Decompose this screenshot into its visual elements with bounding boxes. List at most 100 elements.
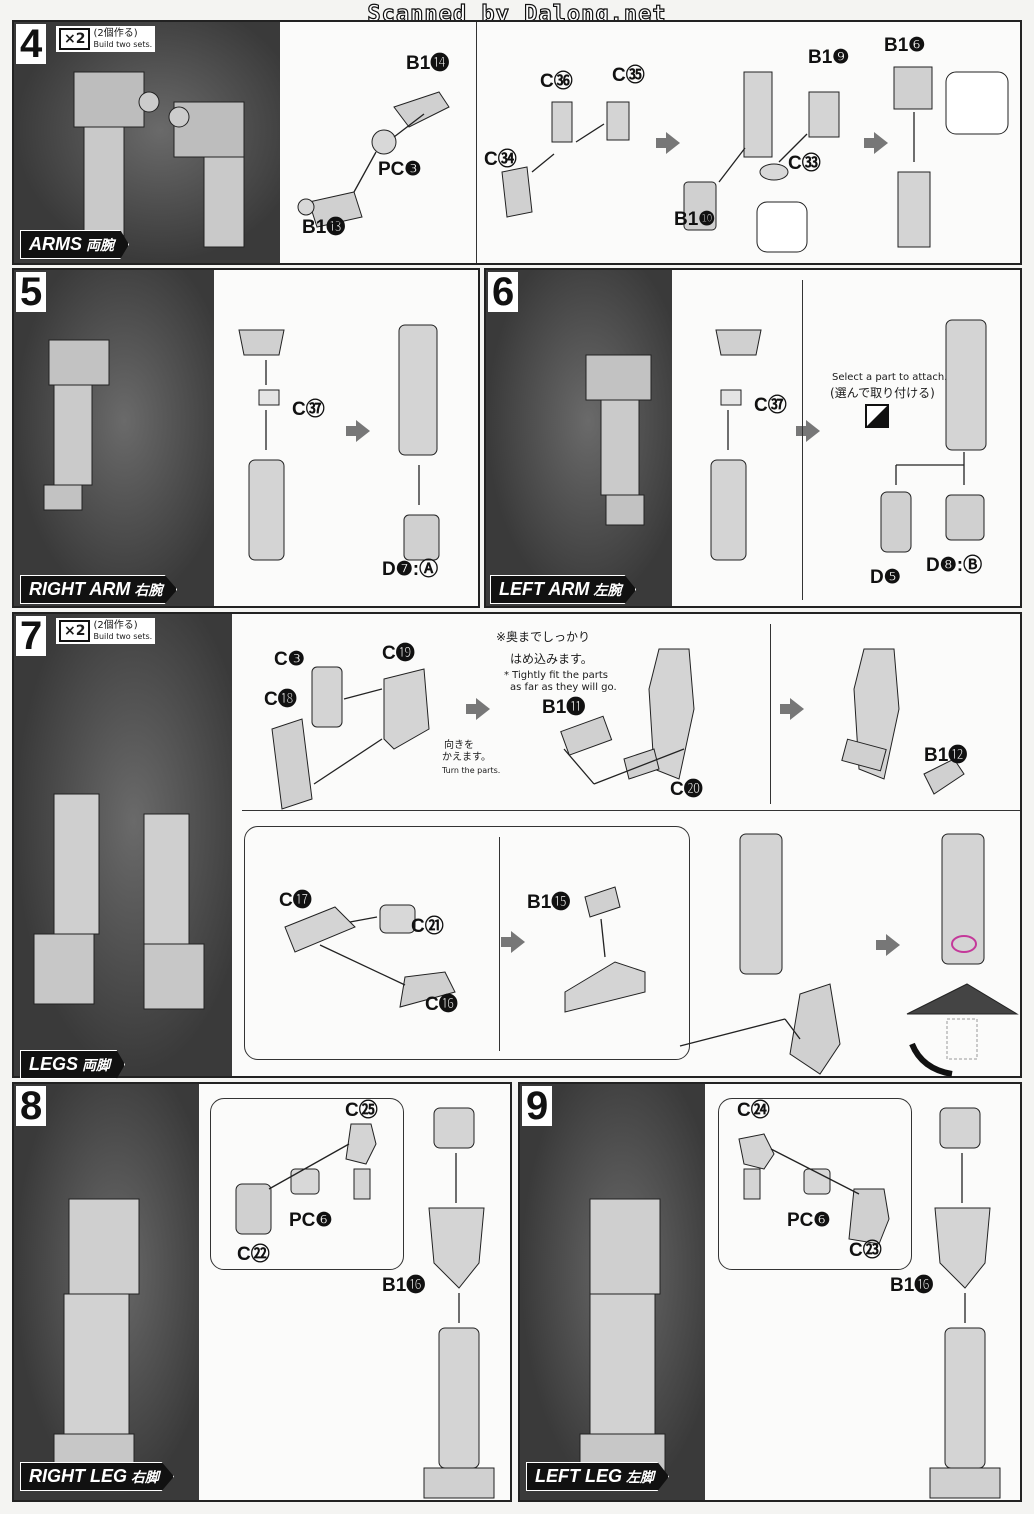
step-6-robot-render	[486, 270, 672, 606]
step-number-5: 5	[16, 272, 47, 312]
step-8a-diagram	[235, 1123, 377, 1235]
step-8-hip-joint-inset: C㉕ PC❻ C㉒	[210, 1098, 404, 1270]
flow-arrow	[780, 698, 804, 720]
part-label-c17: C⓱	[279, 890, 312, 911]
banner-title-jp: 両腕	[86, 237, 114, 253]
part-label-b1-15: B1⓯	[527, 892, 571, 913]
part-label-c19: C⓳	[382, 643, 415, 664]
step-9-hip-joint-inset: C㉔ PC❻ C㉓	[718, 1098, 912, 1270]
right-leg-illustration	[53, 1198, 140, 1480]
part-label-c22: C㉒	[237, 1244, 270, 1265]
flow-arrow	[656, 132, 680, 154]
step-4b-diagram	[501, 101, 630, 218]
part-label-b1-12: B1⓬	[924, 745, 968, 766]
step-7e-diagram	[564, 886, 646, 1013]
step-7a-diagram	[271, 666, 430, 810]
flow-arrow	[501, 931, 525, 953]
banner-title: LEFT ARM	[499, 579, 590, 599]
right-arm-illustration	[43, 339, 110, 511]
step-number-9: 9	[522, 1086, 553, 1126]
step-7-subassembly-inset: C⓱ C㉑ C⓰ B1⓯	[244, 826, 690, 1060]
part-label-b1-16: B1⓰	[382, 1275, 426, 1296]
banner-title: RIGHT LEG	[29, 1466, 127, 1486]
turn-note-jp2: かえます。	[442, 752, 491, 763]
banner-title-jp: 左脚	[626, 1469, 654, 1485]
step-6a-diagram	[710, 329, 762, 561]
step-number-8: 8	[16, 1086, 47, 1126]
part-label-c36: C㊱	[540, 71, 573, 92]
part-label-d5: D❺	[870, 567, 901, 588]
part-label-c37: C㊲	[292, 399, 325, 420]
arms-illustration	[73, 71, 245, 248]
step-number-4: 4	[16, 24, 47, 64]
flow-arrow	[876, 934, 900, 956]
select-note-en: Select a part to attach.	[832, 372, 948, 383]
part-label-c35: C㉟	[612, 65, 645, 86]
step-5-robot-render	[14, 270, 214, 606]
step-9b-diagram	[929, 1107, 1001, 1499]
part-label-c37: C㊲	[754, 395, 787, 416]
banner-title: RIGHT ARM	[29, 579, 131, 599]
part-label-b1-11: B1⓫	[542, 697, 586, 718]
multiplier-jp: (2個作る)	[93, 620, 138, 631]
part-label-c23: C㉓	[849, 1240, 882, 1261]
part-label-c16: C⓰	[425, 994, 458, 1015]
banner-title-jp: 両脚	[82, 1057, 111, 1073]
banner-title-jp: 左腕	[593, 582, 622, 598]
step-7c-diagram	[841, 648, 965, 795]
part-label-d7: D❼:Ⓐ	[382, 559, 439, 580]
part-label-c18: C⓲	[264, 689, 297, 710]
fit-note-en1: * Tightly fit the parts	[504, 670, 608, 681]
part-label-d8: D❽:Ⓑ	[926, 555, 983, 576]
step-9-robot-render	[520, 1084, 705, 1500]
flow-arrow	[864, 132, 888, 154]
part-label-pc6: PC❻	[787, 1210, 831, 1231]
step-number-7: 7	[16, 616, 47, 656]
banner-title-jp: 右腕	[134, 582, 163, 598]
fit-note-jp2: はめ込みます。	[510, 652, 593, 666]
step-4c-diagram	[683, 71, 840, 253]
multiplier-count: ×2	[59, 28, 91, 50]
banner-title: LEFT LEG	[535, 1466, 622, 1486]
part-label-pc3: PC❸	[378, 159, 422, 180]
multiplier-en: Build two sets.	[93, 632, 153, 641]
step-6b-diagram	[865, 319, 987, 553]
step-8b-diagram	[423, 1107, 495, 1499]
banner-title: ARMS	[29, 234, 82, 254]
part-label-c20: C⓴	[670, 779, 703, 800]
step-8-robot-render	[14, 1084, 199, 1500]
left-leg-illustration	[579, 1198, 666, 1480]
flow-arrow	[796, 420, 820, 442]
part-label-c3: C❸	[274, 649, 305, 670]
step-number-6: 6	[488, 272, 519, 312]
part-label-b1-9: B1❾	[808, 47, 850, 68]
left-arm-illustration	[585, 354, 652, 526]
multiplier-badge: ×2 (2個作る)Build two sets.	[56, 618, 156, 644]
flow-arrow	[346, 420, 370, 442]
step-4-robot-render	[14, 22, 280, 263]
part-label-c24: C㉔	[737, 1100, 770, 1121]
part-label-pc6: PC❻	[289, 1210, 333, 1231]
part-label-b1-16: B1⓰	[890, 1275, 934, 1296]
part-label-b1-6: B1❻	[884, 35, 926, 56]
legs-illustration	[33, 793, 205, 1010]
select-note-jp: (選んで取り付ける)	[830, 386, 935, 400]
step-7b-diagram	[560, 648, 695, 785]
multiplier-badge: ×2 (2個作る)Build two sets.	[56, 26, 156, 52]
step-7g-diagram	[906, 833, 1019, 1077]
multiplier-count: ×2	[59, 620, 91, 642]
step-4d-diagram	[893, 66, 1009, 248]
fit-note-en2: as far as they will go.	[510, 682, 617, 693]
part-label-b1-13: B1⓭	[302, 217, 346, 238]
banner-title: LEGS	[29, 1054, 79, 1074]
part-label-b1-10: B1❿	[674, 209, 716, 230]
